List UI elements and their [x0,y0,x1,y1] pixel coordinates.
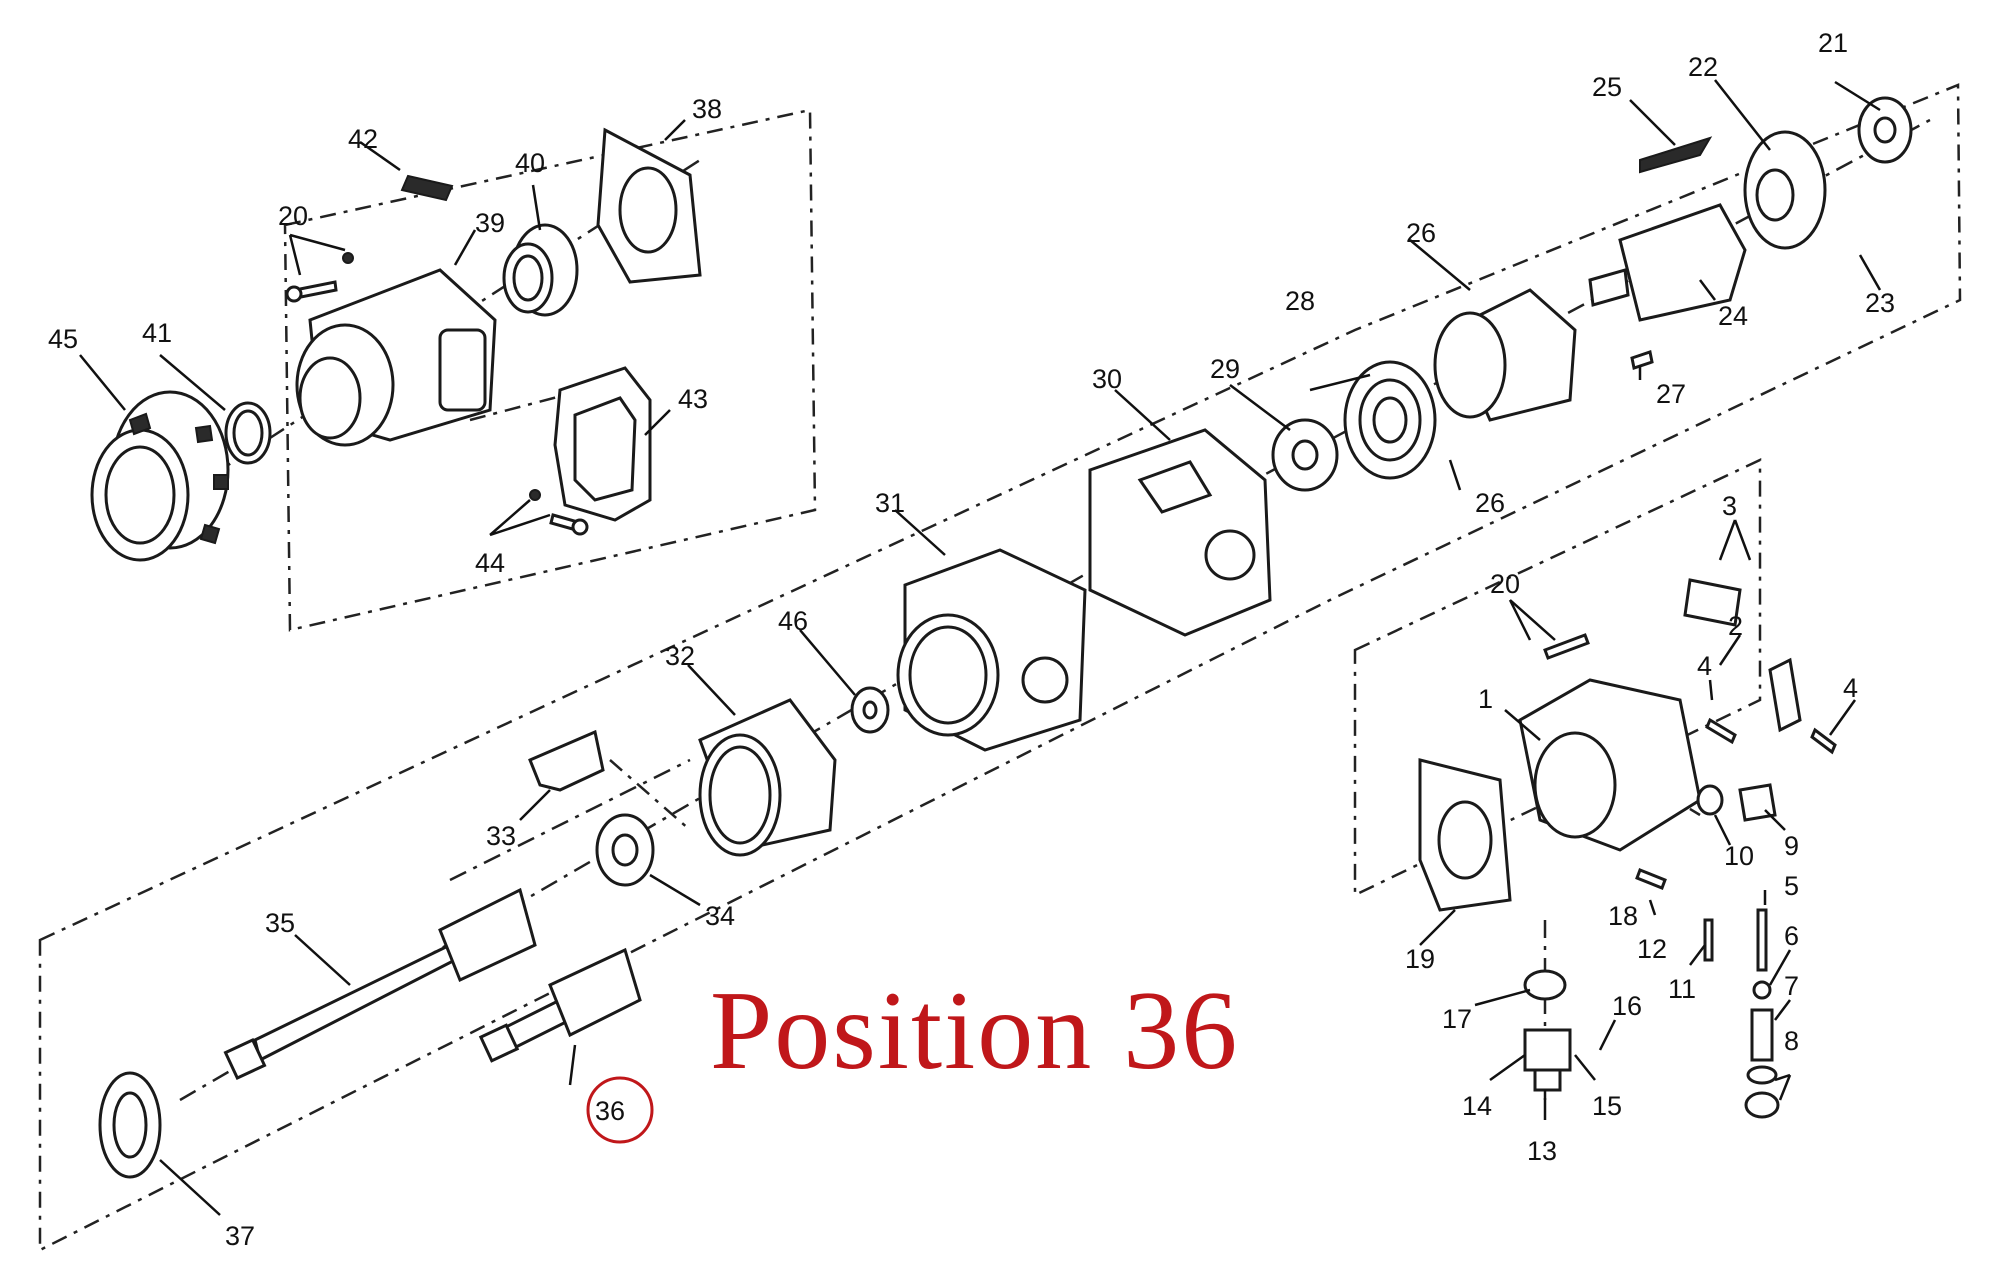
label-30: 30 [1092,364,1122,394]
label-31: 31 [875,488,905,518]
part-32-sleeve [698,698,837,857]
part-27-pin [1630,350,1654,370]
assembly-frames [38,83,1962,1253]
label-1: 1 [1478,684,1493,714]
label-46: 46 [778,606,808,636]
label-45: 45 [48,324,78,354]
part-11-18-reverse-valve [1523,868,1714,1092]
part-20-screw-top [285,252,354,303]
part-20-screw-right [1543,633,1590,660]
label-18: 18 [1608,901,1638,931]
part-5-8-valve-stack [1744,908,1780,1119]
label-35: 35 [265,908,295,938]
label-38: 38 [692,94,722,124]
part-25-vane [1639,136,1713,174]
label-40: 40 [515,148,545,178]
label-22: 22 [1688,52,1718,82]
part-43-handle [553,366,652,522]
label-14: 14 [1462,1091,1492,1121]
part-1-motor-housing [1518,678,1702,852]
label-13: 13 [1527,1136,1557,1166]
part-2-3-4-small-parts [1683,578,1837,755]
label-23: 23 [1865,288,1895,318]
part-labels: 1 2 3 4 4 5 6 7 8 9 10 11 12 13 14 15 16… [48,28,1895,1251]
label-44: 44 [475,548,505,578]
label-26-bottom: 26 [1475,488,1505,518]
part-35-anvil-long [223,887,537,1081]
label-29: 29 [1210,354,1240,384]
part-26-cylinder [1433,288,1577,422]
label-6: 6 [1784,921,1799,951]
part-19-gasket [1418,758,1512,912]
label-21: 21 [1818,28,1848,58]
part-45-nose-ring [90,390,230,562]
label-24: 24 [1718,301,1748,331]
label-15: 15 [1592,1091,1622,1121]
part-42-label [400,174,454,202]
label-10: 10 [1724,841,1754,871]
leader-lines [79,79,1882,1216]
part-33-hammer-pin [528,729,605,792]
label-34: 34 [705,901,735,931]
part-38-gasket [596,127,702,284]
part-21-bearing [1857,96,1913,164]
label-4b: 4 [1843,673,1858,703]
part-29-washer [1271,418,1339,492]
part-37-retainer [98,1071,162,1179]
label-43: 43 [678,384,708,414]
part-22-rear-plate [1743,130,1827,250]
label-42: 42 [348,124,378,154]
label-16: 16 [1612,991,1642,1021]
part-24-rotor [1588,203,1747,322]
label-39: 39 [475,208,505,238]
label-41: 41 [142,318,172,348]
label-37: 37 [225,1221,255,1251]
label-19: 19 [1405,944,1435,974]
label-20-left: 20 [278,201,308,231]
part-41-o-ring [224,401,272,465]
label-17: 17 [1442,1004,1472,1034]
label-12: 12 [1637,934,1667,964]
part-28-end-plate [1343,360,1437,480]
label-32: 32 [665,641,695,671]
label-25: 25 [1592,72,1622,102]
part-30-housing-shell [1088,428,1272,637]
part-39-front-housing [295,268,497,447]
label-8: 8 [1784,1026,1799,1056]
label-20-right: 20 [1490,569,1520,599]
label-33: 33 [486,821,516,851]
part-44-screws [529,489,589,536]
part-9-10-plug [1696,783,1777,822]
label-11: 11 [1668,974,1696,1004]
label-26-top: 26 [1406,218,1436,248]
position-headline: Position 36 [710,969,1240,1093]
part-34-cam [595,813,655,887]
label-2: 2 [1728,611,1743,641]
label-7: 7 [1784,971,1799,1001]
label-27: 27 [1656,379,1686,409]
label-5: 5 [1784,871,1799,901]
label-36: 36 [595,1096,625,1126]
label-3: 3 [1722,491,1737,521]
part-31-hammer-case [896,548,1087,752]
label-4a: 4 [1697,651,1712,681]
highlight-circle-36 [586,1076,654,1144]
part-36-anvil-short [478,947,642,1063]
part-40-bushing [502,223,579,317]
label-28: 28 [1285,286,1315,316]
part-46-washer [850,686,890,734]
label-9: 9 [1784,831,1799,861]
